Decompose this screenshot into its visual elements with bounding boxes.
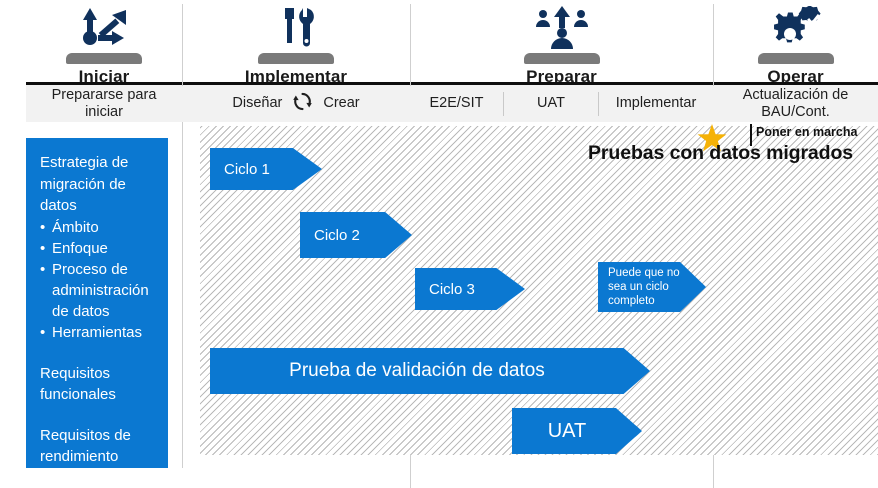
- bar-label: Ciclo 1: [224, 160, 270, 178]
- subheader-line-2: BAU/Cont.: [761, 103, 830, 120]
- bar-prueba-validacion-datos[interactable]: Prueba de validación de datos: [210, 348, 650, 394]
- phase-preparar: Preparar: [410, 0, 713, 86]
- phase-operar: Operar: [713, 0, 878, 86]
- sidepanel-bullet-list: Ámbito Enfoque Proceso de administración…: [40, 217, 158, 343]
- page-title: Pruebas con datos migrados: [588, 142, 854, 164]
- subheader-cell-actualizacion-bau[interactable]: Actualización de BAU/Cont.: [713, 85, 878, 122]
- pedestal-shape: [757, 53, 834, 64]
- header-rule: [26, 82, 878, 85]
- spacer: [40, 405, 158, 425]
- phase-label: Operar: [767, 67, 824, 86]
- recycle-loop-icon: [292, 91, 313, 117]
- list-item: Proceso de administración de datos: [40, 259, 158, 322]
- subheader-cell-e2e-sit[interactable]: E2E/SIT: [410, 85, 503, 122]
- column-divider-2: [410, 4, 411, 86]
- star-icon: [697, 124, 727, 153]
- phase-iniciar: Iniciar: [26, 0, 182, 86]
- bar-ciclo-2[interactable]: Ciclo 2: [300, 212, 412, 258]
- bar-label: Ciclo 3: [429, 280, 475, 298]
- bar-label: UAT: [547, 419, 587, 442]
- subheader-cell-implementar[interactable]: Implementar: [599, 85, 713, 122]
- spacer: [40, 343, 158, 363]
- subheader-label: UAT: [537, 95, 565, 111]
- pedestal-shape: [66, 53, 142, 64]
- subheader-label: E2E/SIT: [429, 95, 484, 111]
- milestone-tick: [750, 124, 752, 146]
- sidepanel-block-requisitos-funcionales: Requisitos funcionales: [40, 364, 116, 403]
- subheader-label: Implementar: [615, 95, 697, 111]
- migration-strategy-panel: Estrategia de migración de datos Ámbito …: [26, 138, 168, 468]
- screwdriver-wrench-icon: [182, 0, 410, 52]
- pedestal-shape: [523, 53, 600, 64]
- phase-implementar: Implementar: [182, 0, 410, 86]
- subheader-band: [26, 85, 878, 122]
- column-divider-1-lower: [182, 122, 183, 468]
- list-item: Enfoque: [40, 238, 158, 259]
- column-divider-3: [713, 4, 714, 86]
- subheader-separator: [503, 92, 504, 116]
- subheader-label-disenar: Diseñar: [232, 95, 283, 111]
- subheader-cell-prepararse-para-iniciar[interactable]: Prepararse para iniciar: [26, 85, 182, 122]
- subheader-cell-uat[interactable]: UAT: [504, 85, 598, 122]
- subheader-line-1: Prepararse para: [51, 86, 157, 103]
- bar-label: Ciclo 2: [314, 226, 360, 244]
- subheader-cell-disenar-crear[interactable]: Diseñar Crear: [182, 85, 410, 122]
- growth-arrows-icon: [26, 0, 182, 52]
- people-uplift-icon: [410, 0, 713, 52]
- phase-label: Implementar: [244, 67, 348, 86]
- bar-label: Prueba de validación de datos: [289, 360, 545, 381]
- subheader-label-crear: Crear: [323, 95, 360, 111]
- timeline-plot-area: [200, 126, 878, 455]
- list-item: Ámbito: [40, 217, 158, 238]
- bar-ciclo-parcial[interactable]: Puede que no sea un ciclo completo: [598, 262, 706, 312]
- column-divider-1: [182, 4, 183, 86]
- phase-label: Iniciar: [78, 67, 130, 86]
- subheader-line-2: iniciar: [85, 103, 123, 120]
- column-divider-2-lower: [410, 455, 411, 488]
- subheader-separator: [598, 92, 599, 116]
- pedestal-shape: [258, 53, 334, 64]
- sidepanel-heading: Estrategia de migración de datos: [40, 154, 129, 214]
- sidepanel-block-requisitos-rendimiento: Requisitos de rendimiento: [40, 426, 131, 465]
- phase-label: Preparar: [526, 67, 597, 86]
- subheader-line-1: Actualización de: [742, 86, 849, 103]
- list-item: Herramientas: [40, 322, 158, 343]
- bar-label: Puede que no sea un ciclo completo: [608, 267, 680, 307]
- bar-uat[interactable]: UAT: [512, 408, 642, 454]
- gear-check-icon: [713, 0, 878, 52]
- milestone-label: Poner en marcha: [756, 125, 858, 139]
- column-divider-3-lower: [713, 455, 714, 488]
